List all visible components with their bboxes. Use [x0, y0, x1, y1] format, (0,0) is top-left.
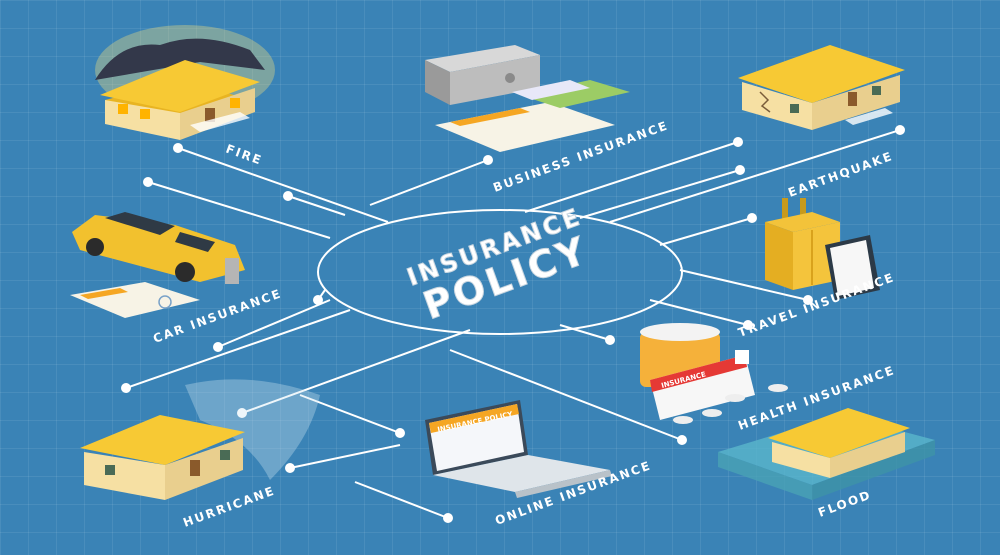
connector-dot [803, 295, 813, 305]
connector-dot [677, 435, 687, 445]
connector-fire [177, 147, 389, 223]
connector-mid [579, 169, 741, 219]
connector-dot [895, 125, 905, 135]
label-hurricane: HURRICANE [181, 483, 277, 529]
connector-health-a [649, 299, 749, 326]
connector-health-b [559, 324, 611, 341]
connector-left-mid [287, 195, 346, 216]
connector-car-b [217, 299, 331, 348]
connector-hurricane [289, 444, 401, 469]
connector-dot [747, 213, 757, 223]
connector-dot [173, 143, 183, 153]
flood-house-illustration [718, 408, 935, 500]
label-earthquake: EARTHQUAKE [786, 149, 895, 200]
connector-dot [743, 320, 753, 330]
connector-dot [121, 383, 131, 393]
connector-dot [735, 165, 745, 175]
connector-dot [283, 191, 293, 201]
connector-dot [605, 335, 615, 345]
car-illustration [70, 212, 245, 318]
travel-luggage-illustration [765, 198, 880, 300]
connector-dot [733, 137, 743, 147]
connector-travel-b [679, 269, 809, 301]
title-group: INSURANCE POLICY [403, 202, 595, 329]
connector-left-low [125, 309, 351, 389]
connector-dot [395, 428, 405, 438]
connector-online [299, 394, 401, 434]
safe-and-documents-illustration [425, 45, 630, 152]
connector-dot [237, 408, 247, 418]
connector-dot [483, 155, 493, 165]
fire-house-illustration [95, 25, 275, 140]
connector-earthquake-b [609, 129, 901, 223]
connector-dot [313, 295, 323, 305]
connector-travel [659, 217, 753, 246]
connector-flood [449, 349, 683, 441]
earthquake-house-illustration [738, 45, 905, 130]
connector-lines [121, 125, 905, 523]
label-fire: FIRE [224, 142, 265, 168]
connector-dot [443, 513, 453, 523]
connector-dot [213, 342, 223, 352]
connector-earthquake-a [524, 141, 739, 213]
connector-hurricane-b [241, 329, 471, 414]
connector-dot [285, 463, 295, 473]
hurricane-house-illustration [80, 379, 320, 500]
connector-left-top [147, 181, 331, 239]
connector-dot [143, 177, 153, 187]
health-insurance-illustration: INSURANCE [640, 323, 788, 424]
laptop-illustration: INSURANCE POLICY [425, 400, 612, 498]
connector-business [369, 159, 489, 206]
central-ellipse [317, 209, 683, 335]
connector-online-b [354, 481, 449, 519]
